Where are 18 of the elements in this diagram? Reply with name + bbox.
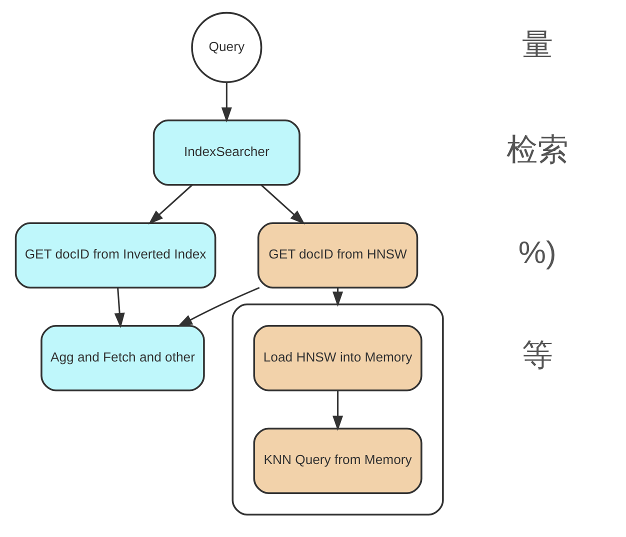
- arrow: [332, 390, 344, 431]
- cluster: [232, 303, 444, 516]
- node-circle: Query: [191, 12, 262, 83]
- node-box: GET docID from Inverted Index: [14, 222, 216, 289]
- label: 等: [522, 338, 553, 373]
- node-box: Load HNSW into Memory: [253, 324, 422, 392]
- arrow: [148, 184, 193, 225]
- label: 检索: [506, 132, 568, 168]
- arrow: [260, 184, 305, 225]
- arrow: [177, 286, 260, 327]
- label: %): [518, 234, 556, 270]
- arrow: [221, 82, 232, 122]
- node-box: GET docID from HNSW: [257, 222, 418, 289]
- arrow: [114, 288, 125, 328]
- node-box: Agg and Fetch and other: [40, 324, 205, 392]
- node-box: IndexSearcher: [152, 119, 300, 186]
- label: 量: [522, 26, 553, 62]
- node-box: KNN Query from Memory: [253, 428, 422, 494]
